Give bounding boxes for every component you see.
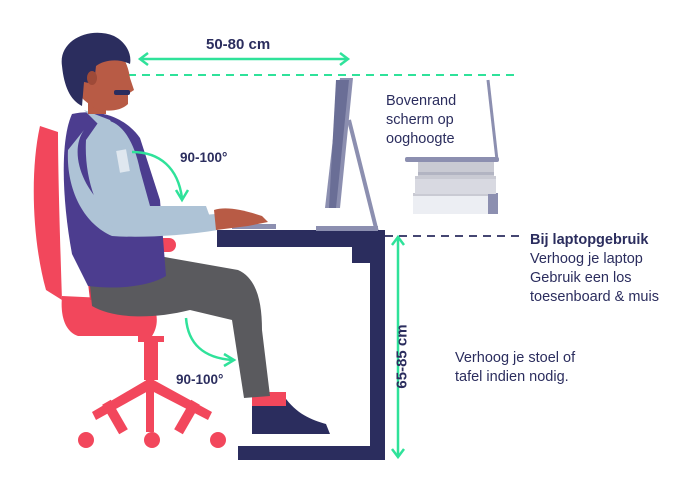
chair-note-line: tafel indien nodig. xyxy=(455,369,569,385)
chair-note: Verhoog je stoel of tafel indien nodig. xyxy=(455,349,575,387)
knee-angle-label: 90-100° xyxy=(176,372,224,387)
laptop-note-line: Gebruik een los xyxy=(530,270,632,286)
laptop-note: Bij laptopgebruik Verhoog je laptop Gebr… xyxy=(530,231,659,307)
distance-arrow xyxy=(137,52,351,66)
laptop-note-line: Verhoog je laptop xyxy=(530,251,643,267)
knee-angle-arc xyxy=(184,317,237,368)
screen-note-line: Bovenrand xyxy=(386,93,457,109)
screen-top-note: Bovenrand scherm op ooghoogte xyxy=(386,92,456,149)
laptop xyxy=(405,79,499,162)
book-stack xyxy=(413,161,498,214)
chair-note-line: Verhoog je stoel of xyxy=(455,350,576,366)
person xyxy=(61,32,330,434)
elbow-angle-label: 90-100° xyxy=(180,150,228,165)
screen-note-line: scherm op xyxy=(386,112,454,128)
desk-height-arrow xyxy=(391,234,405,460)
keyboard xyxy=(232,224,276,229)
distance-label: 50-80 cm xyxy=(206,36,271,53)
desk-height-label: 65-85 cm xyxy=(393,324,411,389)
desk xyxy=(217,230,385,460)
laptop-note-line: toesenboard & muis xyxy=(530,289,659,305)
screen-note-line: ooghoogte xyxy=(386,131,455,147)
laptop-note-title: Bij laptopgebruik xyxy=(530,232,649,248)
monitor xyxy=(316,78,379,231)
elbow-angle-arc xyxy=(131,150,190,203)
